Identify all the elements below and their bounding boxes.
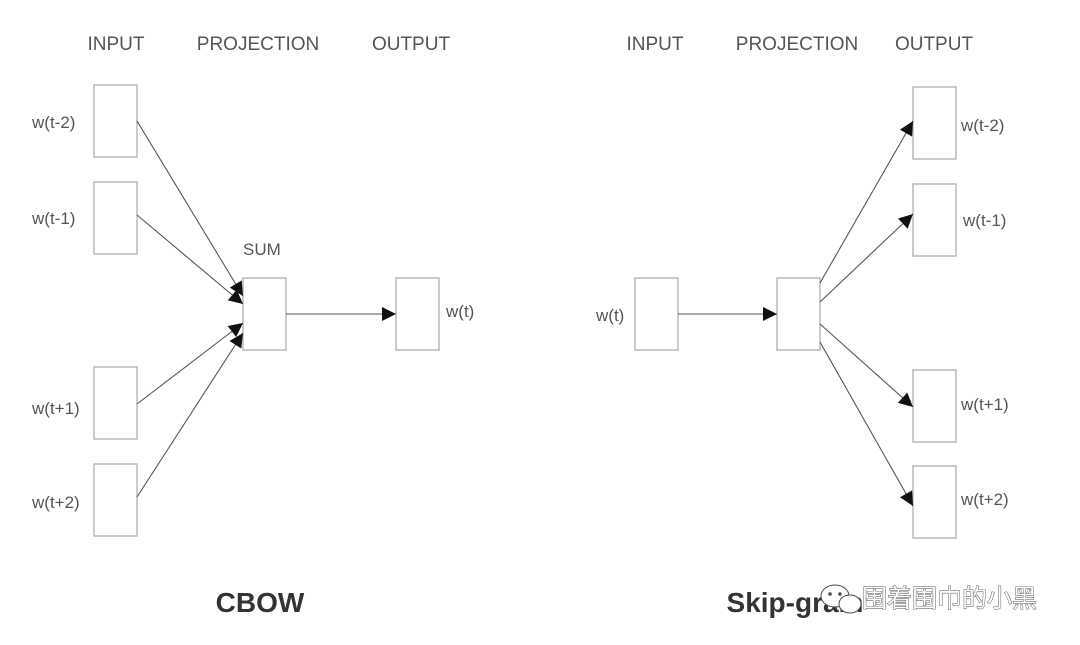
cbow-input-label-4: w(t+2) <box>31 493 80 512</box>
cbow-output-box <box>395 277 440 351</box>
cbow-input-box-4 <box>93 463 138 537</box>
skipgram-output-label-2: w(t-1) <box>962 211 1006 230</box>
skipgram-output-label-1: w(t-2) <box>960 116 1004 135</box>
skipgram-edge-2 <box>819 213 914 303</box>
skipgram-output-label-4: w(t+2) <box>960 490 1009 509</box>
cbow-output-label: w(t) <box>445 302 474 321</box>
cbow-input-header: INPUT <box>88 34 145 55</box>
cbow-model: INPUT PROJECTION OUTPUT w(t-2) w(t-1) w(… <box>31 34 474 618</box>
skipgram-output-box-4 <box>912 465 957 539</box>
cbow-edge-2 <box>136 214 244 305</box>
cbow-input-box-1 <box>93 84 138 158</box>
skipgram-output-header: OUTPUT <box>895 34 974 55</box>
skipgram-output-box-3 <box>912 369 957 443</box>
wechat-icon <box>820 584 862 614</box>
skipgram-edge-1 <box>819 120 914 284</box>
cbow-input-label-3: w(t+1) <box>31 399 80 418</box>
cbow-output-header: OUTPUT <box>372 34 451 55</box>
cbow-sum-label: SUM <box>243 240 281 259</box>
skipgram-output-box-2 <box>912 183 957 257</box>
cbow-input-label-2: w(t-1) <box>31 209 75 228</box>
skipgram-projection-header: PROJECTION <box>736 34 858 55</box>
skipgram-input-label: w(t) <box>595 306 624 325</box>
cbow-input-box-2 <box>93 181 138 255</box>
cbow-input-box-3 <box>93 366 138 440</box>
cbow-edge-1 <box>136 120 244 297</box>
skipgram-model: INPUT PROJECTION OUTPUT w(t) w(t-2) w(t-… <box>595 34 1009 618</box>
cbow-input-label-1: w(t-2) <box>31 113 75 132</box>
skipgram-output-box-1 <box>912 86 957 160</box>
watermark: 围着围巾的小黑 <box>820 584 1037 614</box>
skipgram-projection-box <box>776 277 821 351</box>
skipgram-input-box <box>634 277 679 351</box>
watermark-text: 围着围巾的小黑 <box>862 585 1037 613</box>
cbow-projection-header: PROJECTION <box>197 34 319 55</box>
cbow-edge-3 <box>136 322 244 405</box>
cbow-projection-box <box>242 277 287 351</box>
cbow-title: CBOW <box>216 587 305 618</box>
skipgram-input-header: INPUT <box>627 34 684 55</box>
skipgram-output-label-3: w(t+1) <box>960 395 1009 414</box>
skipgram-edge-3 <box>819 323 914 408</box>
skipgram-edge-4 <box>819 341 914 507</box>
cbow-edge-4 <box>136 332 244 498</box>
